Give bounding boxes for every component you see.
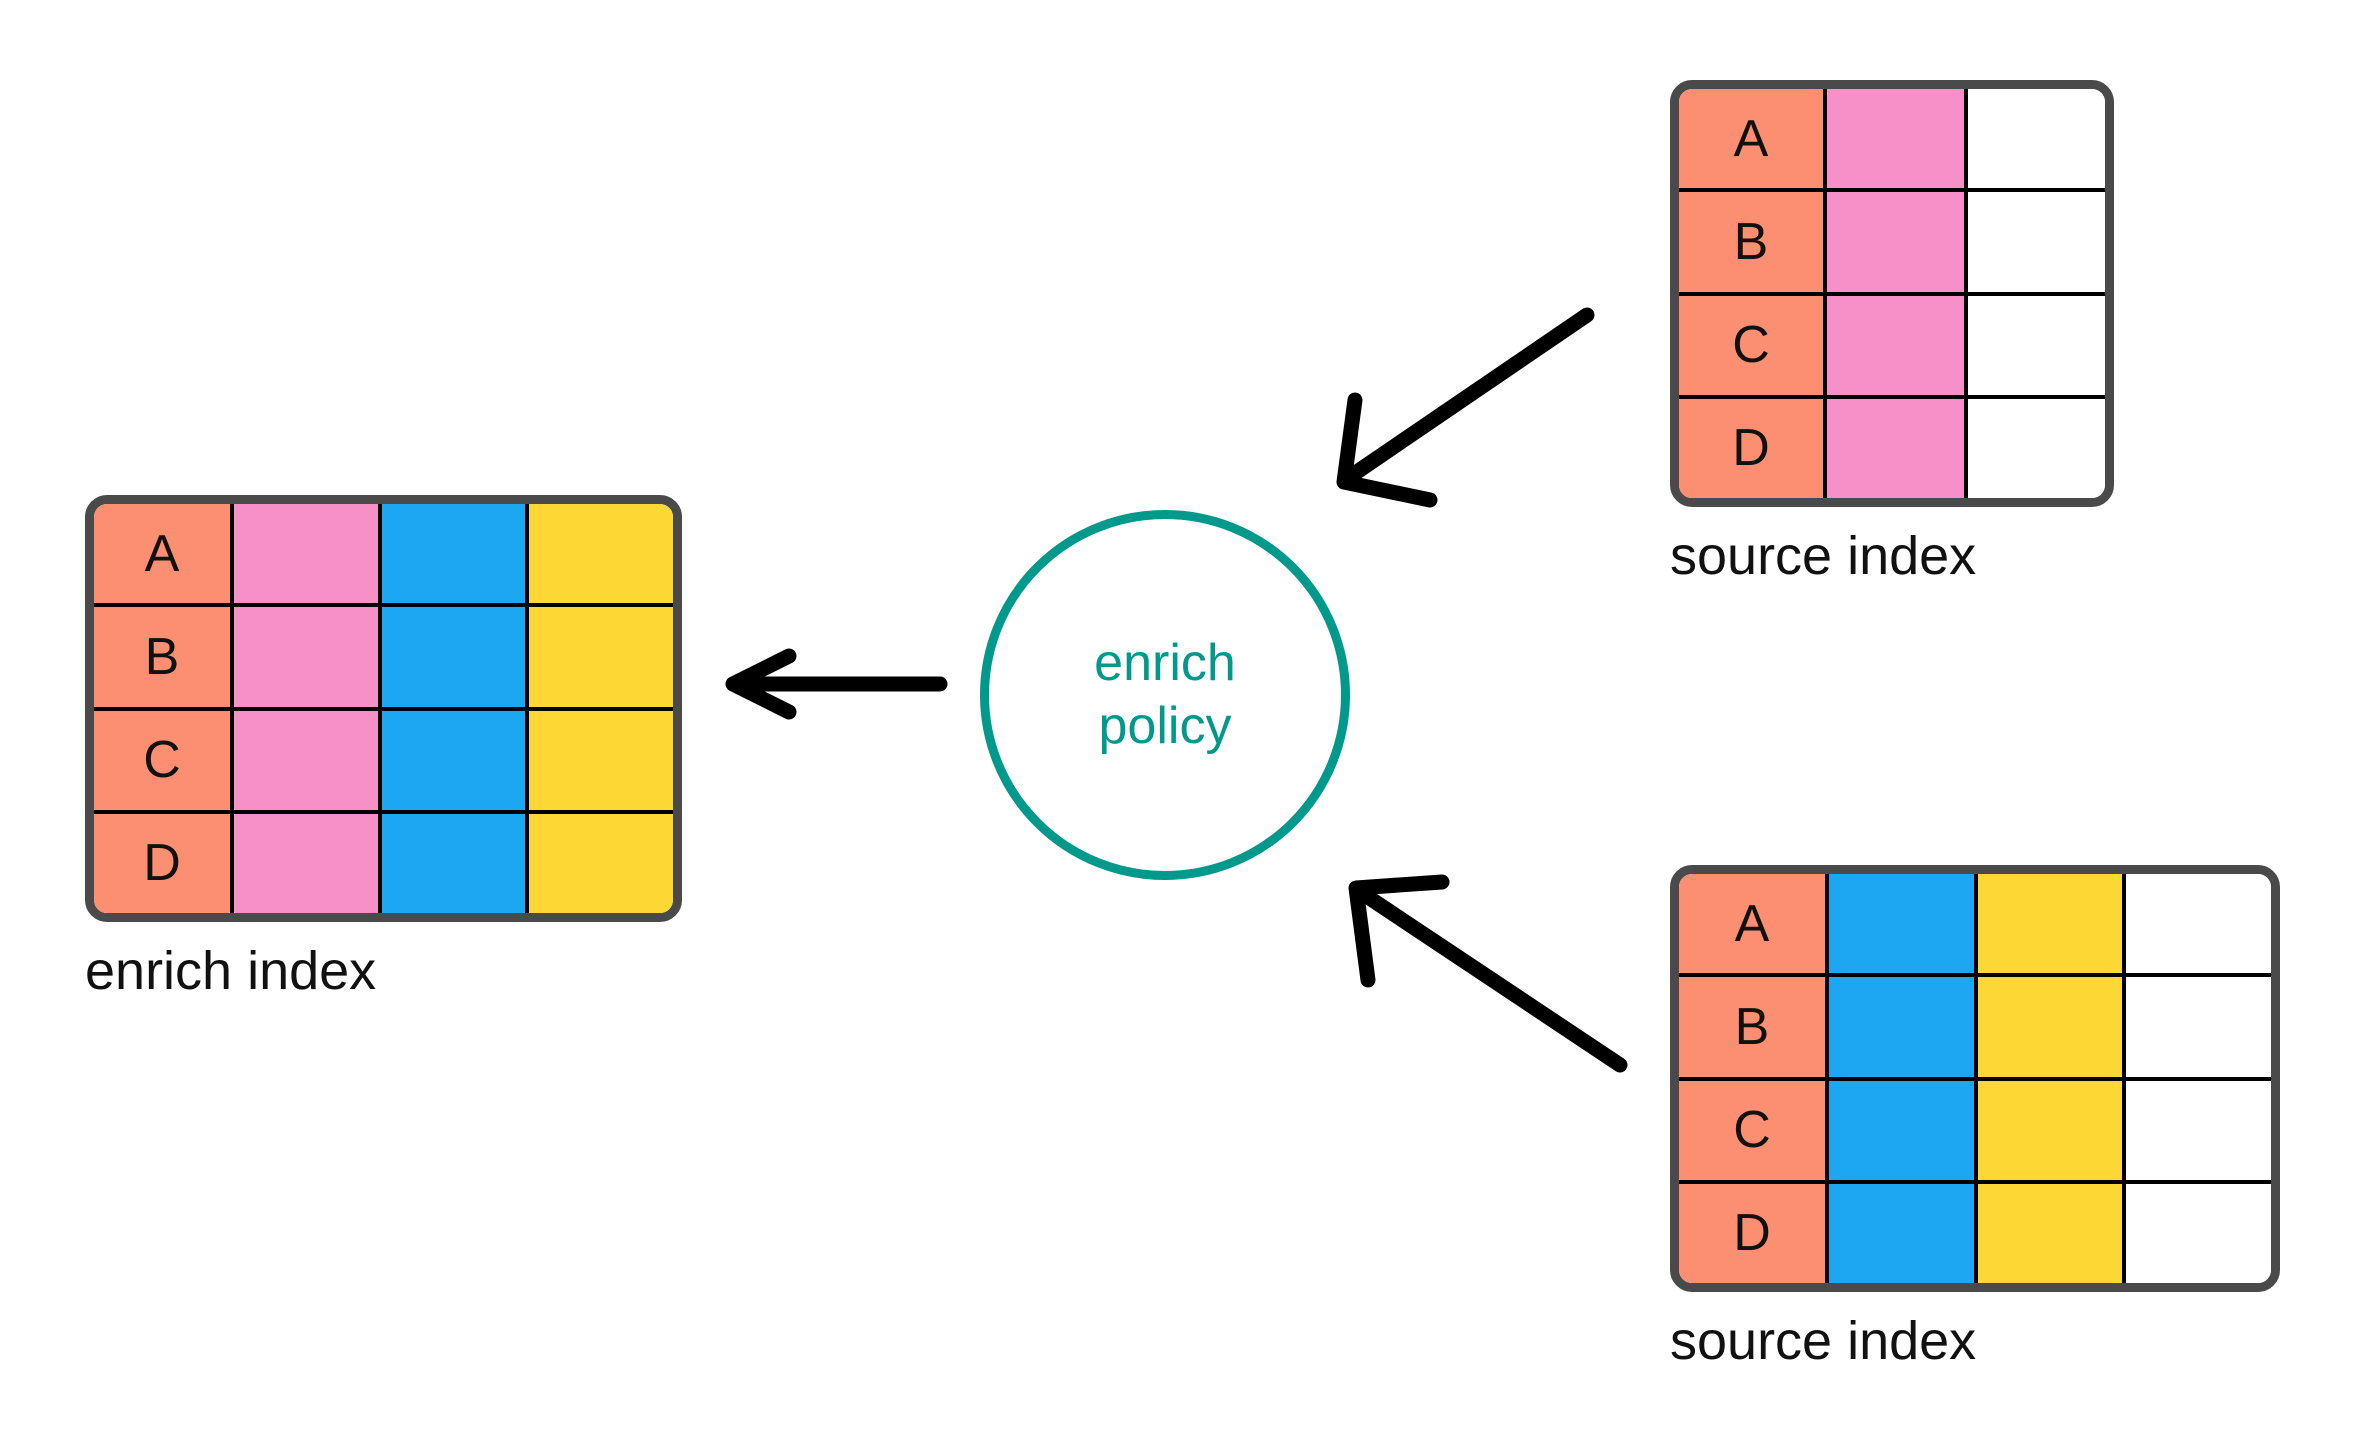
source-index-top-table: A B C D [1670, 80, 2114, 507]
source-index-bottom-yellow-cell [1973, 977, 2123, 1077]
enrich-index-key-cell: C [94, 710, 230, 810]
arrow-head [725, 648, 797, 720]
source-index-bottom-empty-cell [2122, 1183, 2271, 1283]
source-index-bottom-yellow-cell [1973, 874, 2123, 974]
enrich-policy-line-1: enrich [1094, 633, 1236, 692]
enrich-index-pink-cell [230, 710, 378, 810]
enrich-index-yellow-cell [525, 813, 673, 913]
table-row: C [94, 706, 673, 810]
source-index-bottom-key-cell: B [1679, 977, 1825, 1077]
row-key-label: C [143, 731, 181, 790]
source-index-top-key-cell: D [1679, 398, 1823, 498]
row-key-label: D [1733, 1204, 1771, 1263]
table-row: B [94, 603, 673, 707]
source-index-bottom-key-cell: A [1679, 874, 1825, 974]
enrich-policy-label: enrich policy [1094, 632, 1236, 759]
enrich-index-key-cell: D [94, 813, 230, 913]
enrich-index-blue-cell [377, 504, 526, 604]
enrich-index-blue-cell [377, 710, 526, 810]
source-index-top-empty-cell [1964, 192, 2105, 292]
enrich-index-yellow-cell [525, 504, 673, 604]
row-key-label: B [144, 627, 180, 686]
source-index-top-key-cell: A [1679, 89, 1823, 189]
table-row: B [1679, 973, 2271, 1077]
row-key-label: C [1732, 316, 1770, 375]
row-key-label: B [1734, 997, 1770, 1056]
source-index-bottom-empty-cell [2122, 977, 2271, 1077]
enrich-policy-line-2: policy [1098, 697, 1232, 755]
row-key-label: A [1734, 894, 1770, 953]
source-index-bottom-empty-cell [2122, 1080, 2271, 1180]
enrich-index-yellow-cell [525, 710, 673, 810]
source-index-bottom-blue-cell [1825, 977, 1974, 1077]
source-index-bottom-caption: source index [1670, 1311, 1977, 1371]
enrich-index-key-cell: A [94, 504, 230, 604]
source-index-bottom-blue-cell [1825, 1080, 1974, 1180]
enrich-index-key-cell: B [94, 607, 230, 707]
source-index-bottom-blue-cell [1825, 874, 1974, 974]
enrich-index-pink-cell [230, 504, 378, 604]
source-index-top-empty-cell [1964, 398, 2105, 498]
row-key-label: D [143, 834, 181, 893]
table-row: C [1679, 1076, 2271, 1180]
arrow-shaft [1340, 307, 1595, 486]
row-key-label: C [1733, 1101, 1771, 1160]
source-index-top-block: A B C D [1670, 80, 2114, 583]
table-row: D [1679, 394, 2105, 498]
table-row: A [1679, 874, 2271, 974]
arrow-bottom-source-to-policy [1348, 874, 1628, 1073]
row-key-label: B [1733, 212, 1769, 271]
table-row: D [1679, 1179, 2271, 1283]
enrich-index-blue-cell [377, 607, 526, 707]
enrich-index-blue-cell [377, 813, 526, 913]
arrow-top-source-to-policy [1336, 307, 1595, 508]
arrow-head [1348, 874, 1450, 988]
source-index-top-caption: source index [1670, 526, 1977, 586]
table-row: A [1679, 89, 2105, 189]
source-index-top-pink-cell [1823, 192, 1964, 292]
source-index-top-key-cell: B [1679, 192, 1823, 292]
enrich-policy-node: enrich policy [980, 510, 1350, 880]
source-index-bottom-table: A B C [1670, 865, 2280, 1292]
arrow-head [1336, 392, 1438, 508]
enrich-index-yellow-cell [525, 607, 673, 707]
source-index-bottom-blue-cell [1825, 1183, 1974, 1283]
source-index-bottom-yellow-cell [1973, 1183, 2123, 1283]
source-index-top-empty-cell [1964, 295, 2105, 395]
enrich-index-table: A B C [85, 495, 682, 922]
source-index-top-empty-cell [1964, 89, 2105, 189]
source-index-bottom-key-cell: C [1679, 1080, 1825, 1180]
row-key-label: D [1732, 419, 1770, 478]
arrow-shaft [1354, 885, 1628, 1073]
row-key-label: A [1733, 109, 1769, 168]
source-index-bottom-key-cell: D [1679, 1183, 1825, 1283]
table-row: D [94, 809, 673, 913]
source-index-top-pink-cell [1823, 398, 1964, 498]
table-row: A [94, 504, 673, 604]
row-key-label: A [144, 524, 180, 583]
source-index-bottom-block: A B C [1670, 865, 2280, 1368]
source-index-bottom-yellow-cell [1973, 1080, 2123, 1180]
arrow-policy-to-enrich-index [725, 648, 948, 720]
source-index-top-pink-cell [1823, 89, 1964, 189]
enrich-index-pink-cell [230, 813, 378, 913]
source-index-top-pink-cell [1823, 295, 1964, 395]
enrich-index-block: A B C [85, 495, 682, 998]
source-index-bottom-empty-cell [2122, 874, 2271, 974]
enrich-index-pink-cell [230, 607, 378, 707]
table-row: C [1679, 291, 2105, 395]
source-index-top-key-cell: C [1679, 295, 1823, 395]
table-row: B [1679, 188, 2105, 292]
enrich-index-caption: enrich index [85, 941, 377, 1001]
